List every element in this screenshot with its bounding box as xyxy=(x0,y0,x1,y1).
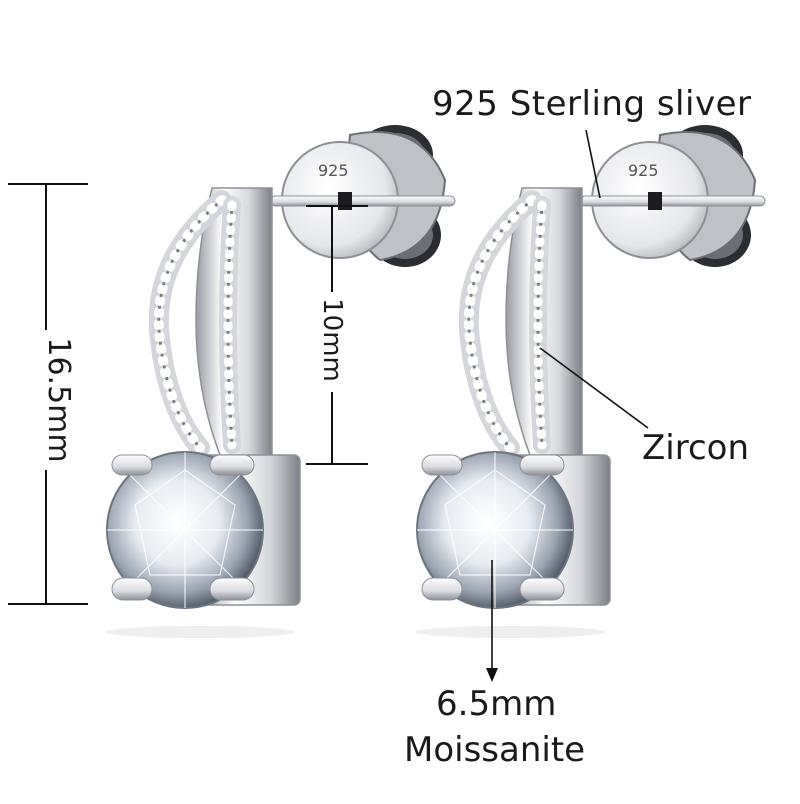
left-prong xyxy=(209,454,255,476)
right-reflection xyxy=(415,626,605,638)
right-prong xyxy=(519,577,565,601)
material-leader-line xyxy=(585,129,601,199)
right-stamp-text: 925 xyxy=(628,161,659,180)
right-earring: 925 xyxy=(416,125,766,609)
left-prong xyxy=(209,577,255,601)
right-prong xyxy=(421,577,463,601)
left-reflection xyxy=(105,626,295,638)
right-prong xyxy=(519,454,565,476)
left-post-clutch xyxy=(338,192,352,210)
height-dimension xyxy=(8,183,88,605)
zircon-label: Zircon xyxy=(642,428,750,468)
post-dimension xyxy=(306,205,368,465)
left-stamp-text: 925 xyxy=(318,161,349,180)
right-earring-back: 925 xyxy=(591,125,757,267)
total-height-label: 16.5mm xyxy=(41,337,76,463)
right-earring-post xyxy=(579,195,766,207)
center-stone-size-label: 6.5mm xyxy=(436,684,557,724)
left-prong xyxy=(111,454,153,476)
material-label: 925 Sterling sliver xyxy=(432,84,752,124)
right-post-clutch xyxy=(648,192,662,210)
center-stone-label: Moissanite xyxy=(404,730,586,770)
left-earring: 925 xyxy=(106,125,456,609)
right-prong xyxy=(421,454,463,476)
left-earring-post xyxy=(269,195,456,207)
zircon-leader-line xyxy=(539,347,649,429)
left-prong xyxy=(111,577,153,601)
arrow-icon xyxy=(486,668,498,682)
post-length-label: 10mm xyxy=(317,298,347,382)
